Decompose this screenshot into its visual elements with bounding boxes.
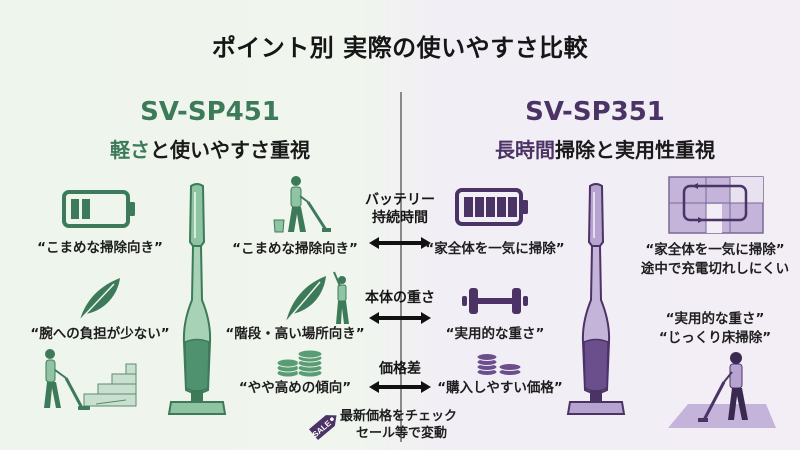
left-subtitle-highlight: 軽さ [110,138,150,162]
person-vacuuming-stairs-icon [36,348,146,420]
green-stick-vacuum-image [163,182,231,420]
right-battery-caption: “家全体を一気に掃除” [425,241,565,257]
double-arrow-icon [369,312,431,324]
double-arrow-icon [369,381,431,393]
right-model-name: SV-SP351 [525,97,665,127]
left-price-caption: “やや高めの傾向” [238,380,352,396]
left-subtitle-rest: と使いやすさ重視 [150,138,310,162]
body-weight-label: 本体の重さ [365,290,435,306]
dumbbell-icon [462,285,528,317]
price-difference-label: 価格差 [379,361,421,377]
right-feature-caption-2: “実用的な重さ” [665,311,765,327]
right-price-caption: “購入しやすい価格” [437,380,563,396]
sale-note-line1: 最新価格をチェック [340,409,458,424]
right-subtitle-highlight: 長時間 [495,138,555,162]
coin-stacks-purple-icon [476,352,522,376]
right-subtitle: 長時間掃除と実用性重視 [435,134,775,163]
left-battery-caption: “こまめな掃除向き” [232,241,358,257]
left-subtitle: 軽さと使いやすさ重視 [40,134,380,163]
sale-note-line2: セール等で変動 [356,426,448,441]
left-feature-caption-2: “腕への負担が少ない” [30,326,170,342]
battery-label-line1: バッテリー [365,192,435,208]
floor-plan-loop-icon [668,176,764,234]
page-title: ポイント別 実際の使いやすさ比較 [211,34,589,62]
feather-icon [74,276,124,322]
double-arrow-icon [369,237,431,249]
left-model-name: SV-SP451 [140,97,280,127]
right-weight-caption: “実用的な重さ” [445,326,545,342]
battery-low-icon [62,190,138,228]
right-feature-caption-2b: “じっくり床掃除” [658,330,772,346]
coin-stacks-green-icon [276,349,324,377]
feather-reaching-icon [282,270,354,326]
right-feature-caption-1b: 途中で充電切れしにくい [640,261,790,277]
sale-tag-icon: SALE [308,408,342,442]
person-vacuuming-icon [272,176,332,234]
right-feature-caption-1: “家全体を一気に掃除” [645,242,785,258]
right-subtitle-rest: 掃除と実用性重視 [555,138,715,162]
battery-full-icon [455,188,531,226]
person-vacuuming-floor-icon [648,350,778,432]
sale-note: 最新価格をチェック セール等で変動 [340,408,490,442]
purple-stick-vacuum-image [562,182,630,420]
battery-label-line2: 持続時間 [372,210,428,226]
battery-duration-label: バッテリー 持続時間 [345,191,455,227]
center-divider [400,92,402,442]
left-weight-caption: “階段・高い場所向き” [225,326,365,342]
left-feature-caption-1: “こまめな掃除向き” [37,240,163,256]
